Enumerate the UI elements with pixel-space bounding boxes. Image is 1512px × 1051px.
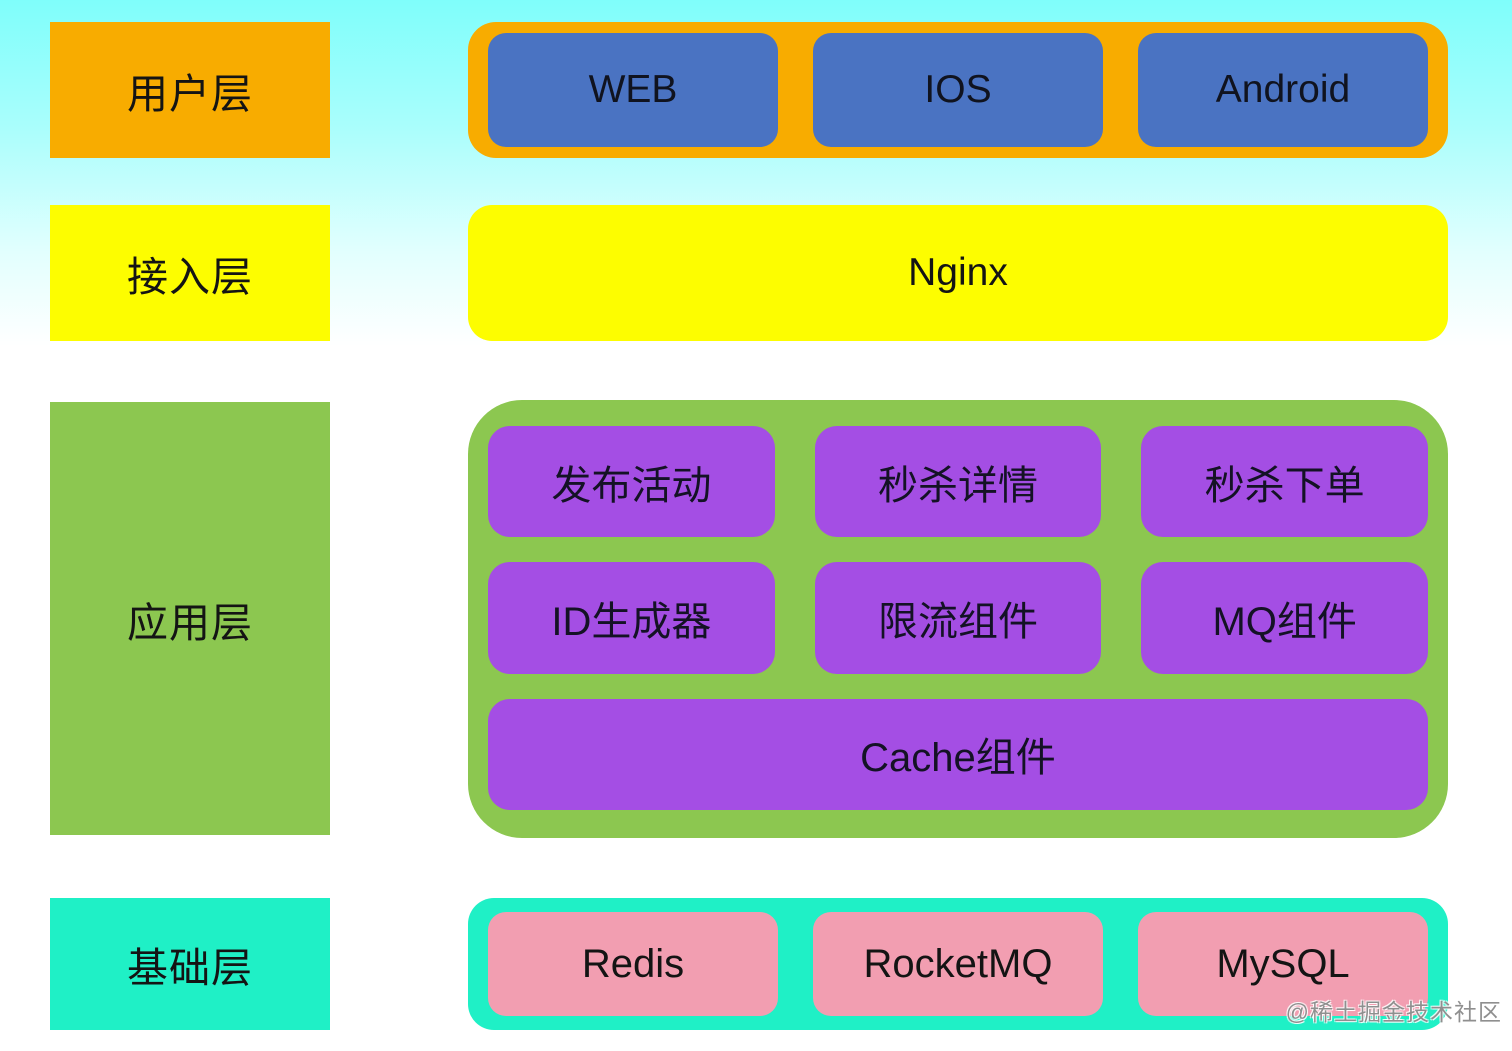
infrastructure-layer-container: Redis RocketMQ MySQL (468, 898, 1448, 1030)
node-rate-limiter: 限流组件 (814, 562, 1102, 674)
node-id-generator: ID生成器 (488, 562, 775, 674)
node-seckill-detail: 秒杀详情 (814, 426, 1102, 538)
node-web: WEB (488, 33, 778, 147)
node-mq-component: MQ组件 (1141, 562, 1428, 674)
node-nginx: Nginx (468, 205, 1448, 341)
node-seckill-order: 秒杀下单 (1141, 426, 1428, 538)
node-rocketmq: RocketMQ (813, 912, 1103, 1016)
node-ios: IOS (813, 33, 1103, 147)
node-mysql: MySQL (1138, 912, 1428, 1016)
node-redis: Redis (488, 912, 778, 1016)
application-layer-container: 发布活动 秒杀详情 秒杀下单 ID生成器 限流组件 MQ组件 Cache组件 (468, 400, 1448, 838)
node-android: Android (1138, 33, 1428, 147)
user-layer-container: WEB IOS Android (468, 22, 1448, 158)
layer-label-user: 用户层 (50, 22, 330, 158)
layer-label-infrastructure: 基础层 (50, 898, 330, 1030)
watermark: @稀土掘金技术社区 (1285, 999, 1502, 1025)
layer-label-application: 应用层 (50, 402, 330, 835)
node-publish-activity: 发布活动 (488, 426, 775, 538)
layer-label-access: 接入层 (50, 205, 330, 341)
node-cache-component: Cache组件 (488, 698, 1428, 810)
